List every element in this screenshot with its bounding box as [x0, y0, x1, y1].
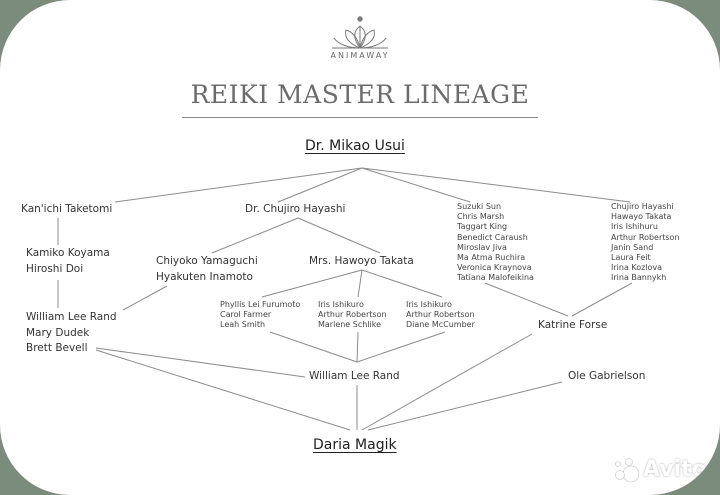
node-name: Leah Smith [220, 320, 266, 330]
node-rand-dudek-bevell: William Lee Rand Mary Dudek Brett Bevell [26, 310, 117, 357]
node-name: Diane McCumber [406, 320, 475, 330]
node-name: Iris Ishihuru [611, 222, 658, 232]
node-william-lee-rand: William Lee Rand [309, 370, 400, 382]
node-katrine-forse: Katrine Forse [538, 319, 608, 331]
node-name: Hawayo Takata [611, 212, 672, 222]
node-name: Phyllis Lei Furumoto [220, 300, 301, 309]
node-takata-students-1: Phyllis Lei Furumoto Carol Farmer Leah S… [220, 300, 300, 331]
node-name: Irina Kozlova [611, 263, 663, 273]
lotus-logo-icon [330, 14, 390, 64]
node-mikao-usui: Dr. Mikao Usui [305, 138, 405, 154]
node-name: Mary Dudek [26, 326, 90, 339]
node-name: Miroslav Jiva [457, 242, 507, 252]
node-name: Hyakuten Inamoto [156, 270, 253, 283]
node-list-b: Chujiro Hayashi Hawayo Takata Iris Ishih… [611, 202, 680, 284]
node-name: Hiroshi Doi [26, 262, 84, 275]
node-name: Irina Bannykh [611, 273, 667, 283]
node-name: Taggart King [457, 222, 508, 232]
node-name: Chris Marsh [457, 212, 505, 222]
node-hawoyo-takata: Mrs. Hawoyo Takata [309, 255, 414, 267]
brand-name: ANIMAWAY [330, 51, 390, 60]
node-name: Arthur Robertson [406, 310, 475, 320]
node-name: Tatiana Malofeikina [457, 273, 534, 283]
node-name: Janin Sand [611, 242, 654, 252]
node-name: Iris Ishikuro [318, 300, 364, 309]
node-name: Benedict Caraush [457, 232, 528, 242]
node-name: Laura Feit [611, 253, 651, 263]
node-takata-students-3: Iris Ishikuro Arthur Robertson Diane McC… [406, 300, 475, 331]
node-name: Brett Bevell [26, 342, 88, 354]
node-ole-gabrielson: Ole Gabrielson [568, 370, 646, 382]
node-name: Veronica Kraynova [457, 263, 532, 273]
node-name: Ma Atma Ruchira [457, 253, 526, 263]
node-chujiro-hayashi: Dr. Chujiro Hayashi [245, 203, 346, 215]
node-name: Suzuki Sun [457, 202, 502, 211]
node-name: Iris Ishikuro [406, 300, 452, 309]
node-name: William Lee Rand [26, 311, 117, 323]
node-name: Arthur Robertson [611, 232, 680, 242]
node-name: Kamiko Koyama [26, 247, 110, 259]
node-name: Arthur Robertson [318, 310, 387, 320]
node-name: Marlene Schlike [318, 320, 382, 330]
node-name: Chujiro Hayashi [611, 202, 674, 211]
node-kanichi-taketomi: Kan'ichi Taketomi [21, 203, 113, 215]
avito-logo-icon [615, 458, 640, 483]
node-yamaguchi-inamoto: Chiyoko Yamaguchi Hyakuten Inamoto [156, 254, 258, 285]
node-name: Chiyoko Yamaguchi [156, 255, 258, 267]
node-list-a: Suzuki Sun Chris Marsh Taggart King Bene… [457, 202, 534, 284]
title-underline [182, 117, 538, 118]
watermark-text: Avito [643, 457, 707, 482]
node-takata-students-2: Iris Ishikuro Arthur Robertson Marlene S… [318, 300, 387, 331]
page-title: REIKI MASTER LINEAGE [190, 80, 530, 109]
node-name: Carol Farmer [220, 310, 272, 320]
node-koyama-doi: Kamiko Koyama Hiroshi Doi [26, 246, 110, 277]
node-daria-magik: Daria Magik [313, 437, 397, 453]
